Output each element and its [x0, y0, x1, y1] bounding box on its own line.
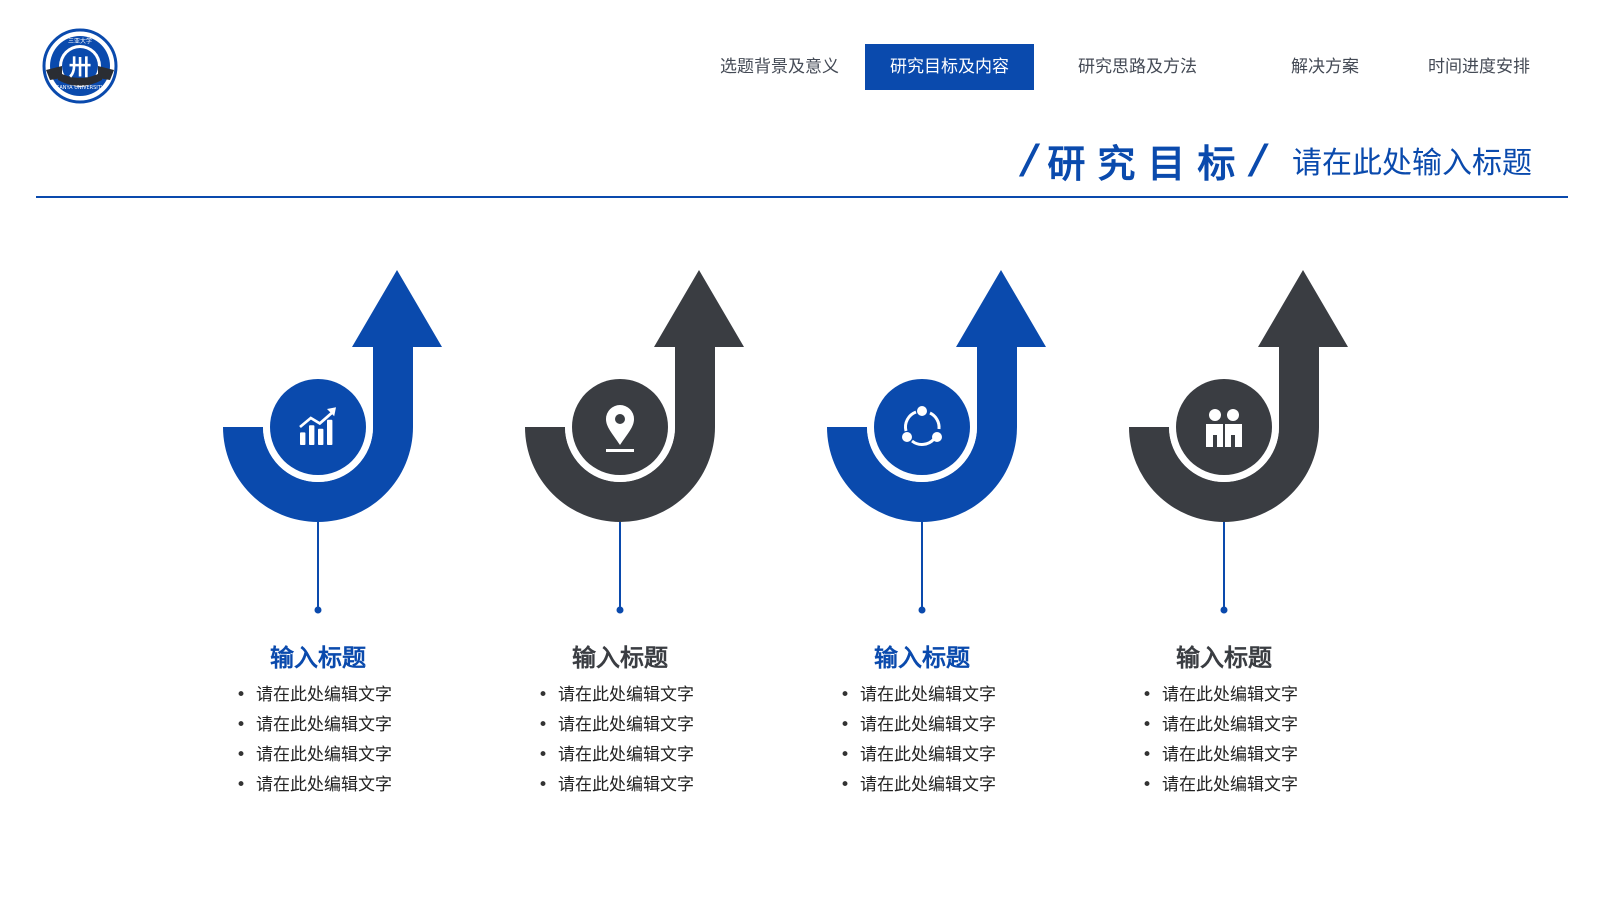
arrow-graphic	[525, 270, 744, 614]
bullet-text: 请在此处编辑文字	[558, 745, 694, 765]
card-title: 输入标题	[572, 644, 668, 672]
bullet-item: • 请在此处编辑文字	[236, 770, 392, 800]
card-bullets: • 请在此处编辑文字 • 请在此处编辑文字 • 请在此处编辑文字 • 请在此处编辑文字	[236, 680, 392, 800]
bullet-text: 请在此处编辑文字	[1162, 685, 1298, 705]
bullet-dot: •	[1142, 775, 1153, 795]
card-title: 输入标题	[270, 644, 366, 672]
arrow-graphic	[1129, 270, 1348, 614]
connector-dot	[1220, 606, 1228, 614]
bullet-text: 请在此处编辑文字	[256, 745, 392, 765]
bullet-dot: •	[840, 775, 851, 795]
bullet-text: 请在此处编辑文字	[1162, 715, 1298, 735]
icon-disc	[1176, 379, 1272, 475]
icon-disc	[270, 379, 366, 475]
bullet-text: 请在此处编辑文字	[1162, 745, 1298, 765]
nav-tab-methods[interactable]: 研究思路及方法	[1078, 57, 1197, 77]
nav-tab-schedule[interactable]: 时间进度安排	[1428, 57, 1530, 77]
bullet-dot: •	[236, 715, 247, 735]
arrow-graphic	[223, 270, 442, 614]
people-icon	[1206, 409, 1242, 447]
bullet-text: 请在此处编辑文字	[860, 745, 996, 765]
connector-dot	[918, 606, 926, 614]
bullet-item: • 请在此处编辑文字	[840, 680, 996, 710]
bullet-text: 请在此处编辑文字	[256, 685, 392, 705]
card-bullets: • 请在此处编辑文字 • 请在此处编辑文字 • 请在此处编辑文字 • 请在此处编辑文字	[538, 680, 694, 800]
bullet-text: 请在此处编辑文字	[558, 685, 694, 705]
bullet-dot: •	[538, 775, 549, 795]
bullet-dot: •	[1142, 715, 1153, 735]
card-bullets: • 请在此处编辑文字 • 请在此处编辑文字 • 请在此处编辑文字 • 请在此处编辑文字	[840, 680, 996, 800]
card-title: 输入标题	[874, 644, 970, 672]
bullet-item: • 请在此处编辑文字	[538, 770, 694, 800]
bullet-dot: •	[236, 685, 247, 705]
bullet-item: • 请在此处编辑文字	[1142, 740, 1298, 770]
seal-ring-text: SANYA UNIVERSITY	[56, 85, 105, 91]
bullet-item: • 请在此处编辑文字	[1142, 710, 1298, 740]
page-subtitle: 请在此处输入标题	[1292, 146, 1532, 181]
bullet-text: 请在此处编辑文字	[860, 775, 996, 795]
bullet-text: 请在此处编辑文字	[860, 715, 996, 735]
goal-card-3: 输入标题 • 请在此处编辑文字 • 请在此处编辑文字 • 请在此处编辑文字 • 请在此处…	[822, 270, 1132, 830]
bullet-item: • 请在此处编辑文字	[538, 740, 694, 770]
bullet-item: • 请在此处编辑文字	[538, 710, 694, 740]
bullet-item: • 请在此处编辑文字	[538, 680, 694, 710]
bullet-item: • 请在此处编辑文字	[236, 680, 392, 710]
seal-top-text: 三亚大学	[68, 37, 92, 45]
header-divider	[36, 196, 1568, 198]
bullet-item: • 请在此处编辑文字	[840, 770, 996, 800]
goal-card-4: 输入标题 • 请在此处编辑文字 • 请在此处编辑文字 • 请在此处编辑文字 • 请在此处…	[1124, 270, 1434, 830]
bullet-text: 请在此处编辑文字	[558, 715, 694, 735]
seal-logo: 卅 SANYA UNIVERSITY 三亚大学	[40, 26, 120, 106]
goal-card-1: 输入标题 • 请在此处编辑文字 • 请在此处编辑文字 • 请在此处编辑文字 • 请在此处…	[218, 270, 528, 830]
bullet-dot: •	[1142, 745, 1153, 765]
arrow-shape	[525, 270, 744, 522]
bullet-item: • 请在此处编辑文字	[1142, 680, 1298, 710]
bullet-dot: •	[538, 715, 549, 735]
arrow-shape	[223, 270, 442, 522]
page-title: 研究目标	[1047, 141, 1248, 186]
connector-dot	[314, 606, 322, 614]
arrow-graphic	[827, 270, 1046, 614]
location-pin-icon	[606, 405, 634, 452]
bullet-text: 请在此处编辑文字	[256, 715, 392, 735]
title-slash-right: /	[1251, 137, 1266, 183]
seal-glyph: 卅	[69, 55, 91, 81]
bullet-dot: •	[236, 745, 247, 765]
bullet-dot: •	[840, 685, 851, 705]
nav-tab-background[interactable]: 选题背景及意义	[720, 57, 839, 77]
bullet-dot: •	[1142, 685, 1153, 705]
bullet-text: 请在此处编辑文字	[1162, 775, 1298, 795]
connector-dot	[616, 606, 624, 614]
cycle-share-icon	[902, 406, 942, 446]
section-header: / 研究目标 / 请在此处输入标题	[1023, 130, 1532, 190]
bullet-item: • 请在此处编辑文字	[840, 740, 996, 770]
bullet-dot: •	[840, 715, 851, 735]
bullet-dot: •	[538, 685, 549, 705]
bullet-dot: •	[538, 745, 549, 765]
bullet-item: • 请在此处编辑文字	[236, 710, 392, 740]
bullet-text: 请在此处编辑文字	[860, 685, 996, 705]
card-bullets: • 请在此处编辑文字 • 请在此处编辑文字 • 请在此处编辑文字 • 请在此处编辑文字	[1142, 680, 1298, 800]
arrow-shape	[1129, 270, 1348, 522]
bullet-text: 请在此处编辑文字	[256, 775, 392, 795]
bullet-dot: •	[840, 745, 851, 765]
bar-chart-trend-icon	[299, 407, 336, 445]
bullet-item: • 请在此处编辑文字	[236, 740, 392, 770]
bullet-dot: •	[236, 775, 247, 795]
bullet-item: • 请在此处编辑文字	[840, 710, 996, 740]
nav-tab-goals[interactable]: 研究目标及内容	[865, 44, 1034, 90]
arrow-shape	[827, 270, 1046, 522]
goal-card-2: 输入标题 • 请在此处编辑文字 • 请在此处编辑文字 • 请在此处编辑文字 • 请在此处…	[520, 270, 830, 830]
card-title: 输入标题	[1176, 644, 1272, 672]
nav-tab-solution[interactable]: 解决方案	[1291, 57, 1359, 77]
icon-disc	[874, 379, 970, 475]
bullet-item: • 请在此处编辑文字	[1142, 770, 1298, 800]
bullet-text: 请在此处编辑文字	[558, 775, 694, 795]
title-slash-left: /	[1022, 137, 1038, 183]
